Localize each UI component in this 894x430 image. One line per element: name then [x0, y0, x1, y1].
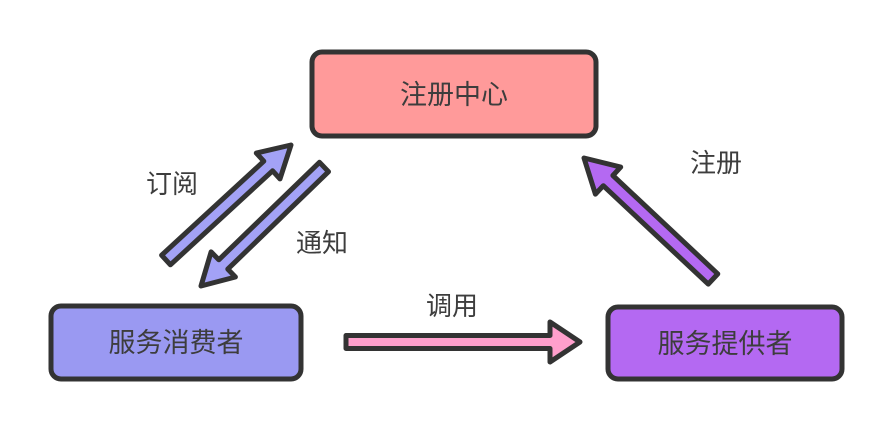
- provider-node-label: 服务提供者: [658, 329, 793, 359]
- consumer-node: [48, 303, 304, 382]
- provider-node: [605, 304, 845, 382]
- registry-node: [309, 49, 599, 139]
- notify-arrow: [198, 159, 331, 289]
- registry-node-label: 注册中心: [400, 80, 508, 110]
- subscribe-edge-label: 订阅: [146, 169, 198, 199]
- invoke-arrow: [343, 319, 583, 365]
- notify-edge-label: 通知: [296, 228, 348, 258]
- consumer-node-label: 服务消费者: [109, 328, 244, 358]
- register-arrow: [581, 155, 721, 287]
- invoke-edge-label: 调用: [426, 291, 478, 321]
- subscribe-arrow: [159, 142, 294, 268]
- register-edge-label: 注册: [690, 148, 742, 178]
